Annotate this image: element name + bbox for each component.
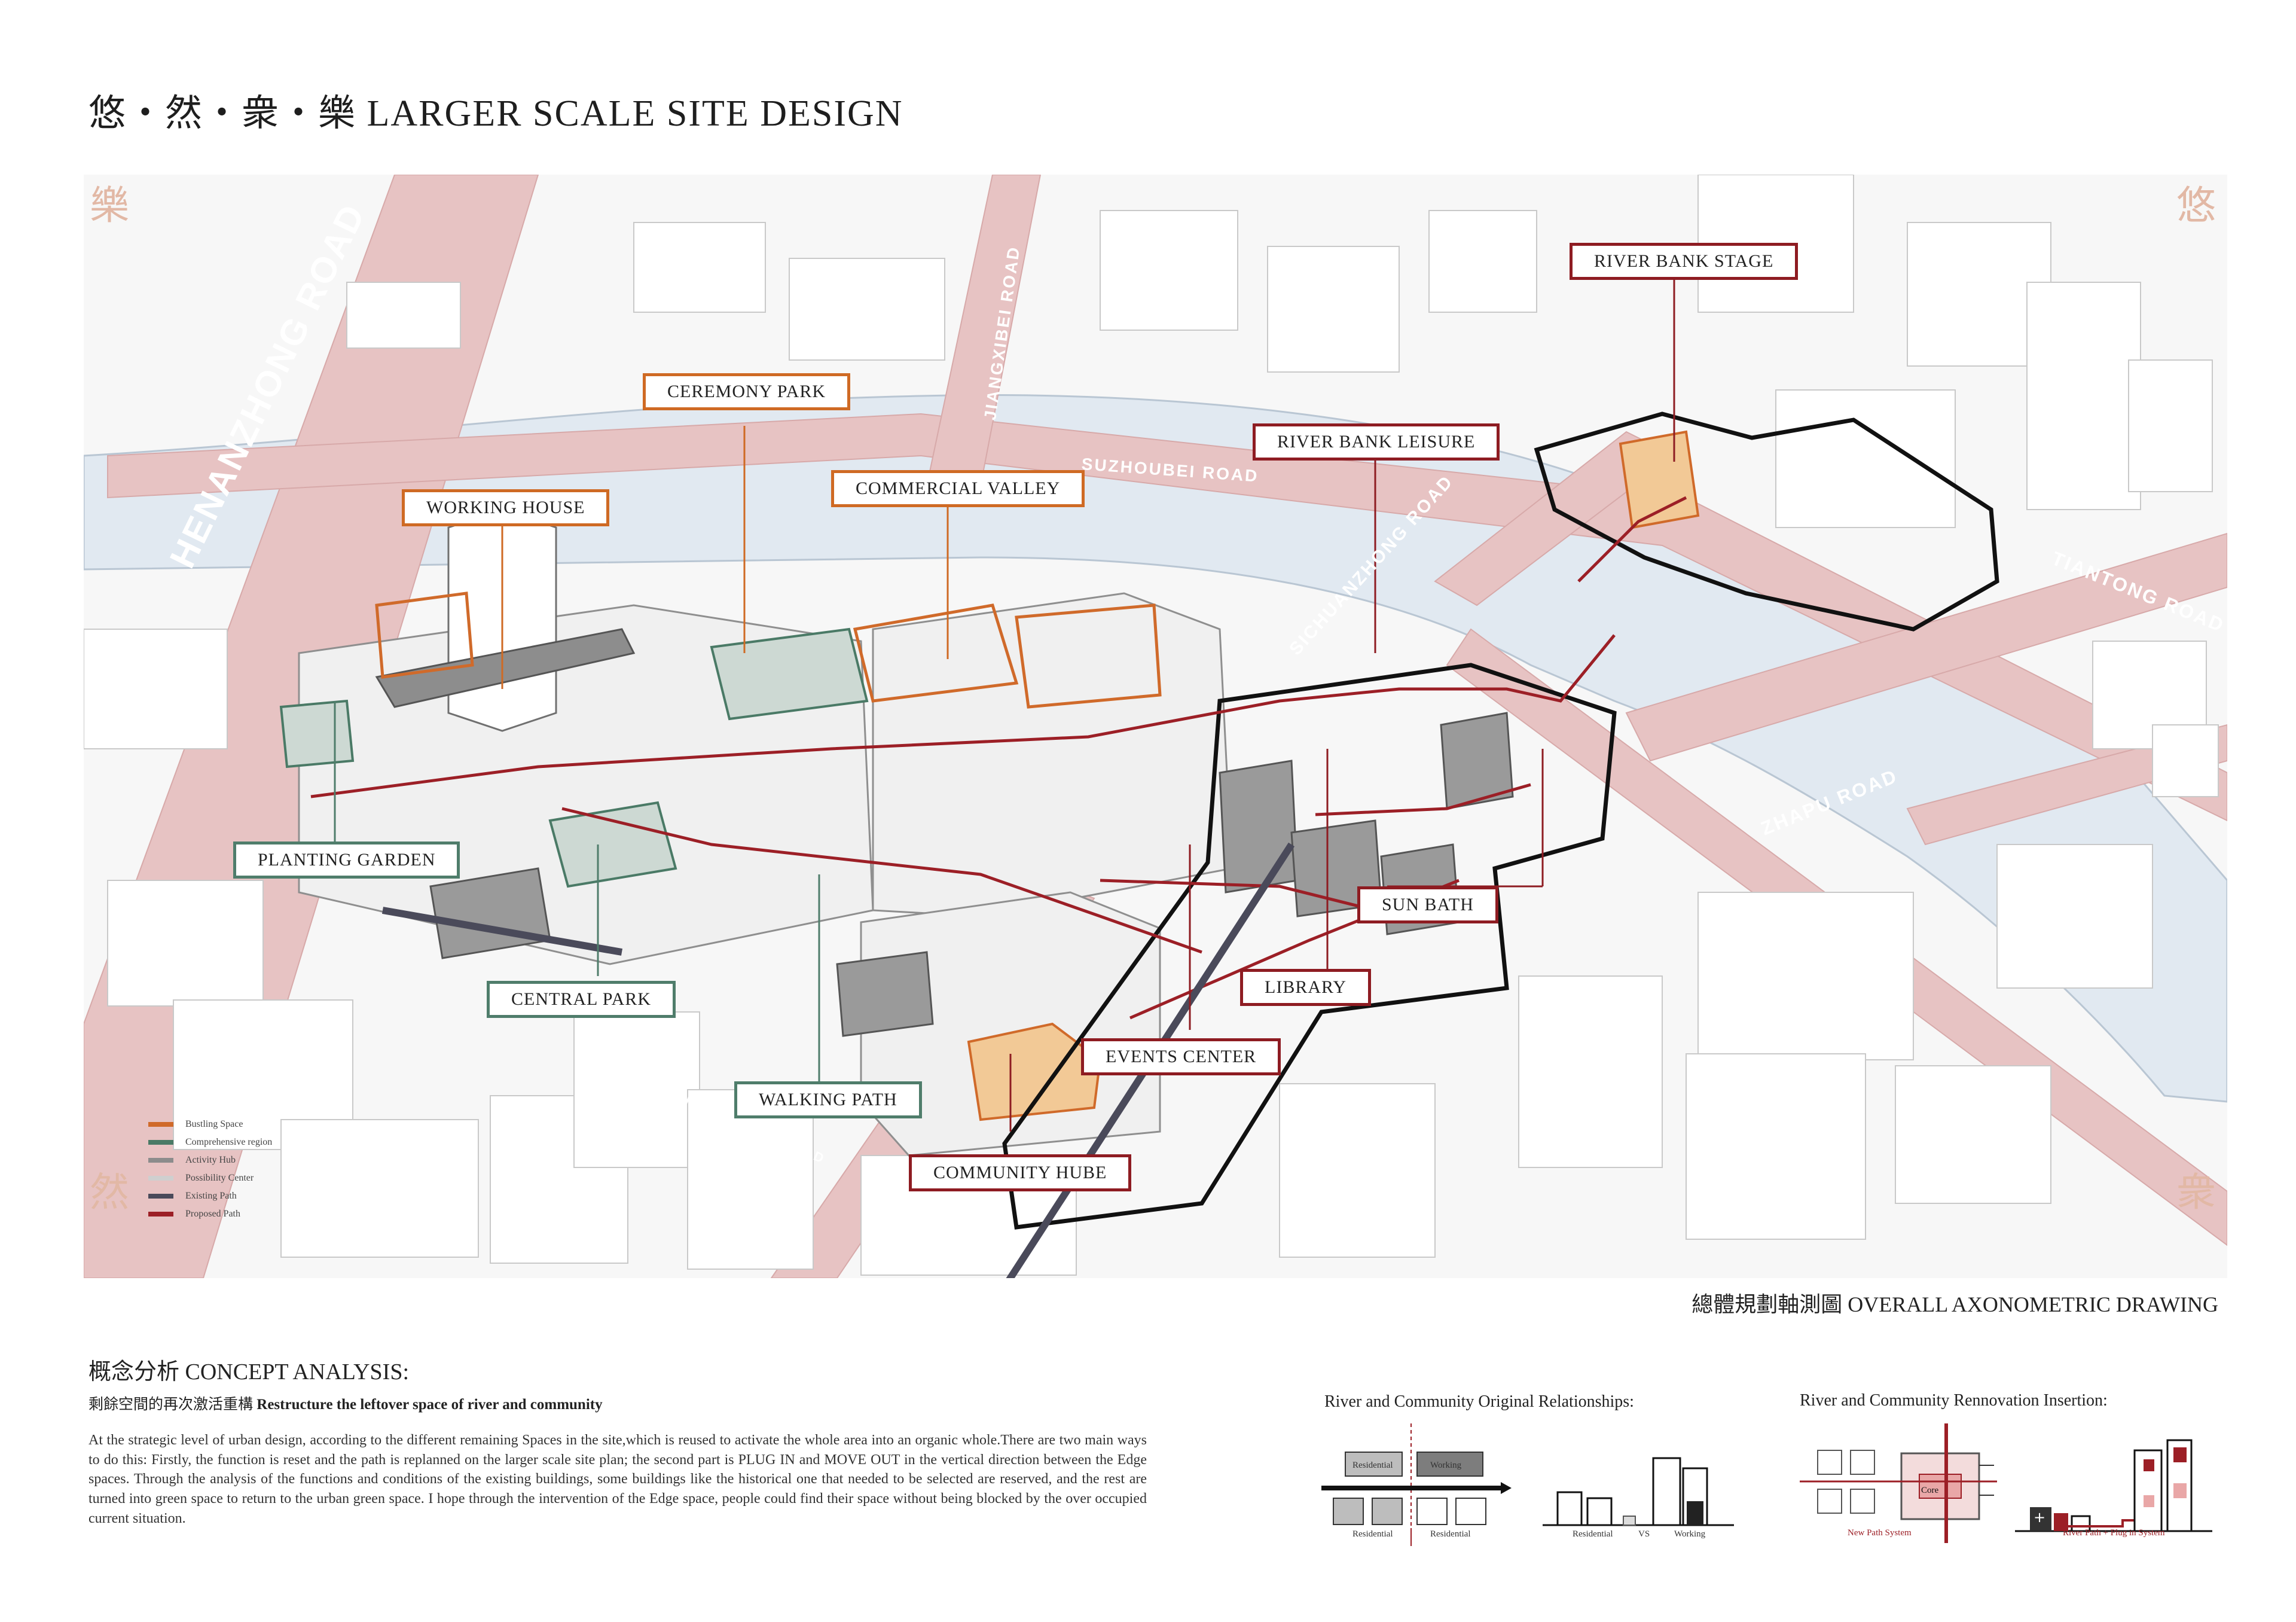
label-working-house: WORKING HOUSE bbox=[402, 489, 610, 526]
diagram-original bbox=[1321, 1423, 1734, 1546]
diagram-bar-vs: VS bbox=[1638, 1529, 1650, 1539]
diagram-original-heading: River and Community Original Relationshi… bbox=[1324, 1392, 1634, 1411]
diagram-bar-working: Working bbox=[1674, 1529, 1706, 1539]
concept-subheading-cn: 剩餘空間的再次激活重構 bbox=[88, 1397, 257, 1413]
diagram-renovation: + bbox=[1800, 1423, 2212, 1543]
diagram-renovation-heading: River and Community Rennovation Insertio… bbox=[1800, 1391, 2108, 1410]
corner-glyph-top-right: 悠 bbox=[2176, 184, 2216, 228]
label-river-bank-stage: RIVER BANK STAGE bbox=[1570, 243, 1799, 280]
legend-item: Proposed Path bbox=[148, 1205, 272, 1223]
legend-item: Existing Path bbox=[148, 1187, 272, 1205]
diagram-box-residential: Residential bbox=[1352, 1461, 1393, 1470]
page-title: 悠・然・衆・樂 LARGER SCALE SITE DESIGN bbox=[88, 93, 903, 134]
corner-glyph-top-left: 樂 bbox=[90, 184, 129, 228]
axonometric-map bbox=[84, 175, 2227, 1278]
concept-subheading-en: Restructure the leftover space of river … bbox=[257, 1397, 603, 1413]
label-community-hube: COMMUNITY HUBE bbox=[909, 1154, 1132, 1191]
label-walking-path: WALKING PATH bbox=[734, 1081, 922, 1118]
label-sun-bath: SUN BATH bbox=[1357, 886, 1498, 923]
diagram-river-path-plug-in: River Path + Plug in System bbox=[2063, 1528, 2165, 1538]
corner-glyph-bottom-right: 衆 bbox=[2176, 1171, 2216, 1215]
diagram-new-path-system: New Path System bbox=[1848, 1528, 1912, 1538]
legend-item: Comprehensive region bbox=[148, 1133, 272, 1151]
label-central-park: CENTRAL PARK bbox=[487, 981, 676, 1018]
label-planting-garden: PLANTING GARDEN bbox=[233, 842, 460, 879]
diagram-box-working: Working bbox=[1430, 1461, 1462, 1470]
label-library: LIBRARY bbox=[1240, 969, 1372, 1006]
concept-subheading: 剩餘空間的再次激活重構 Restructure the leftover spa… bbox=[88, 1392, 603, 1414]
label-events-center: EVENTS CENTER bbox=[1081, 1038, 1281, 1075]
label-river-bank-leisure: RIVER BANK LEISURE bbox=[1253, 423, 1500, 461]
bustling-space-outlines bbox=[375, 592, 1162, 709]
diagram-bar-residential: Residential bbox=[1573, 1529, 1613, 1539]
label-commercial-valley: COMMERCIAL VALLEY bbox=[831, 470, 1085, 507]
drawing-caption: 總體規劃軸測圖 OVERALL AXONOMETRIC DRAWING bbox=[1692, 1292, 2218, 1316]
diagram-core: Core bbox=[1921, 1486, 1939, 1495]
event-center-volumes bbox=[967, 430, 1700, 1121]
legend-item: Activity Hub bbox=[148, 1151, 272, 1169]
legend: Bustling Space Comprehensive region Acti… bbox=[148, 1115, 272, 1223]
concept-body: At the strategic level of urban design, … bbox=[88, 1432, 1147, 1526]
diagram-bottom-residential-left: Residential bbox=[1352, 1529, 1393, 1539]
diagram-bottom-residential-right: Residential bbox=[1430, 1529, 1471, 1539]
svg-text:+: + bbox=[2034, 1509, 2045, 1526]
site-boundary bbox=[1002, 411, 1999, 1230]
legend-item: Bustling Space bbox=[148, 1115, 272, 1133]
label-ceremony-park: CEREMONY PARK bbox=[643, 373, 850, 410]
corner-glyph-bottom-left: 然 bbox=[90, 1171, 129, 1215]
concept-heading: 概念分析 CONCEPT ANALYSIS: bbox=[88, 1359, 410, 1385]
legend-item: Possibility Center bbox=[148, 1169, 272, 1187]
